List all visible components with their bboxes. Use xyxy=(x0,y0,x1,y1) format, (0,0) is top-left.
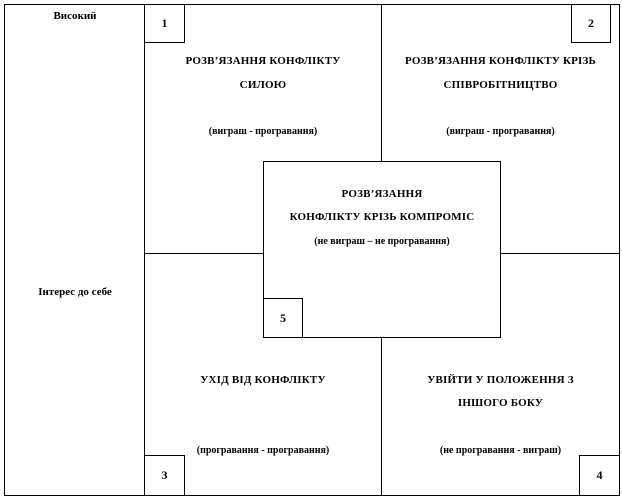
quadrant-2-title-line2: СПІВРОБІТНИЦТВО xyxy=(443,79,558,91)
quadrant-1-title-line2: СИЛОЮ xyxy=(239,79,287,91)
quadrant-3-title: УХІД ВІД КОНФЛІКТУ xyxy=(200,374,326,386)
quadrant-3-outcome: (програвання - програвання) xyxy=(196,445,330,456)
center-number: 5 xyxy=(263,298,303,338)
quadrant-4-title-line2: ІНШОГО БОКУ xyxy=(457,397,544,409)
center-title-line1: РОЗВ’ЯЗАННЯ xyxy=(341,188,423,200)
center-title-line2: КОНФЛІКТУ КРІЗЬ КОМПРОМІС xyxy=(289,211,475,223)
axis-column xyxy=(4,4,145,496)
axis-side-label: Інтерес до себе xyxy=(38,286,112,298)
quadrant-3-number: 3 xyxy=(144,455,185,496)
quadrant-1-number: 1 xyxy=(144,4,185,43)
quadrant-1-title-line1: РОЗВ’ЯЗАННЯ КОНФЛІКТУ xyxy=(185,55,341,67)
quadrant-4-number: 4 xyxy=(579,455,620,496)
quadrant-4-title-line1: УВІЙТИ У ПОЛОЖЕННЯ З xyxy=(427,374,574,386)
quadrant-4-outcome: (не програвання - виграш) xyxy=(439,445,562,456)
quadrant-2-title-line1: РОЗВ’ЯЗАННЯ КОНФЛІКТУ КРІЗЬ xyxy=(404,55,597,67)
quadrant-1-outcome: (виграш - програвання) xyxy=(208,126,318,137)
center-outcome: (не виграш – не програвання) xyxy=(314,236,450,247)
quadrant-2-number: 2 xyxy=(571,4,611,43)
axis-top-label: Високий xyxy=(53,10,97,22)
quadrant-2-outcome: (виграш - програвання) xyxy=(446,126,555,137)
